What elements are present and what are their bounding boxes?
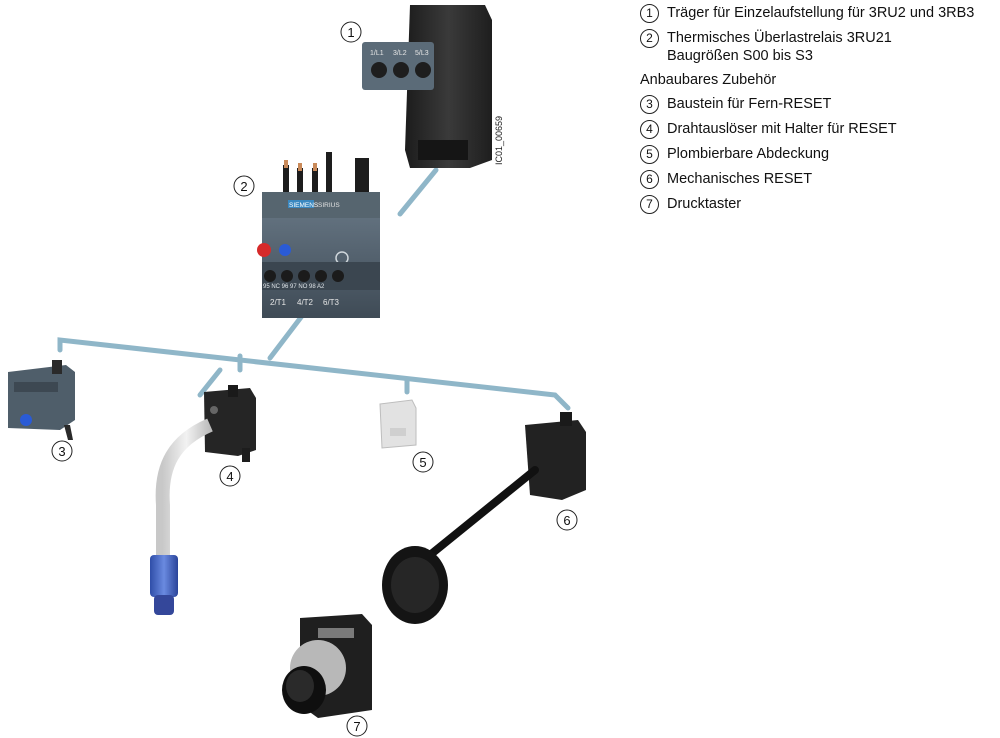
legend-text: Drahtauslöser mit Halter für RESET — [667, 121, 897, 137]
legend: 1 Träger für Einzelaufstellung für 3RU2 … — [640, 4, 998, 220]
legend-number: 3 — [640, 95, 659, 114]
legend-text: Mechanisches RESET — [667, 171, 813, 187]
callout-markers: 1 2 3 4 5 6 7 — [51, 21, 578, 737]
legend-number: 5 — [640, 145, 659, 164]
legend-item-6: 6 Mechanisches RESET — [640, 170, 998, 189]
legend-item-1: 1 Träger für Einzelaufstellung für 3RU2 … — [640, 4, 998, 23]
mechanical-reset-part — [382, 412, 586, 624]
figure-id: IC01_00659 — [494, 116, 504, 165]
remote-reset-module — [8, 360, 75, 440]
carrier-terminal-3: 5/L3 — [415, 50, 429, 57]
legend-item-7: 7 Drucktaster — [640, 195, 998, 214]
legend-text: Träger für Einzelaufstellung für 3RU2 un… — [667, 5, 975, 21]
callout-2: 2 — [233, 175, 255, 197]
svg-text:7: 7 — [353, 719, 360, 734]
callout-1: 1 — [340, 21, 362, 43]
legend-number: 6 — [640, 170, 659, 189]
mounting-guide-lines — [57, 167, 571, 411]
relay-terminal-t3: 6/T3 — [323, 298, 340, 307]
svg-text:1: 1 — [347, 25, 354, 40]
svg-text:2: 2 — [240, 179, 247, 194]
relay-terminal-t1: 2/T1 — [270, 298, 287, 307]
svg-text:4: 4 — [226, 469, 233, 484]
callout-3: 3 — [51, 440, 73, 462]
callout-4: 4 — [219, 465, 241, 487]
sealable-cover-part — [379, 399, 417, 449]
carrier-terminal-2: 3/L2 — [393, 50, 407, 57]
overload-relay: SIEMENS SIRIUS 95 NC 96 97 NO 98 A2 2/T1… — [257, 152, 380, 318]
legend-item-3: 3 Baustein für Fern-RESET — [640, 95, 998, 114]
relay-aux-terminals: 95 NC 96 97 NO 98 A2 — [263, 284, 325, 290]
accessories-heading: Anbaubares Zubehör — [640, 72, 777, 88]
callout-6: 6 — [556, 509, 578, 531]
relay-test-button — [257, 243, 271, 257]
svg-text:6: 6 — [563, 513, 570, 528]
push-button-part — [282, 614, 372, 718]
relay-terminal-t2: 4/T2 — [297, 298, 314, 307]
legend-item-5: 5 Plombierbare Abdeckung — [640, 145, 998, 164]
carrier-terminal-1: 1/L1 — [370, 50, 384, 57]
svg-text:3: 3 — [58, 444, 65, 459]
svg-text:5: 5 — [419, 455, 426, 470]
callout-7: 7 — [346, 715, 368, 737]
legend-number: 1 — [640, 4, 659, 23]
legend-item-4: 4 Drahtauslöser mit Halter für RESET — [640, 120, 998, 139]
relay-reset-button — [279, 244, 291, 256]
legend-text: Baustein für Fern-RESET — [667, 96, 832, 112]
callout-5: 5 — [412, 451, 434, 473]
legend-number: 7 — [640, 195, 659, 214]
carrier-part: 1/L1 3/L2 5/L3 — [362, 5, 492, 168]
legend-item-2: 2 Thermisches Überlastrelais 3RU21 Baugr… — [640, 29, 998, 65]
relay-series: SIRIUS — [318, 202, 340, 209]
relay-brand: SIEMENS — [289, 202, 319, 209]
legend-text: Plombierbare Abdeckung — [667, 146, 830, 162]
wire-release-part — [150, 385, 256, 615]
legend-text: Drucktaster — [667, 196, 742, 212]
legend-number: 2 — [640, 29, 659, 48]
legend-number: 4 — [640, 120, 659, 139]
legend-text: Thermisches Überlastrelais 3RU21 Baugröß… — [667, 30, 892, 64]
